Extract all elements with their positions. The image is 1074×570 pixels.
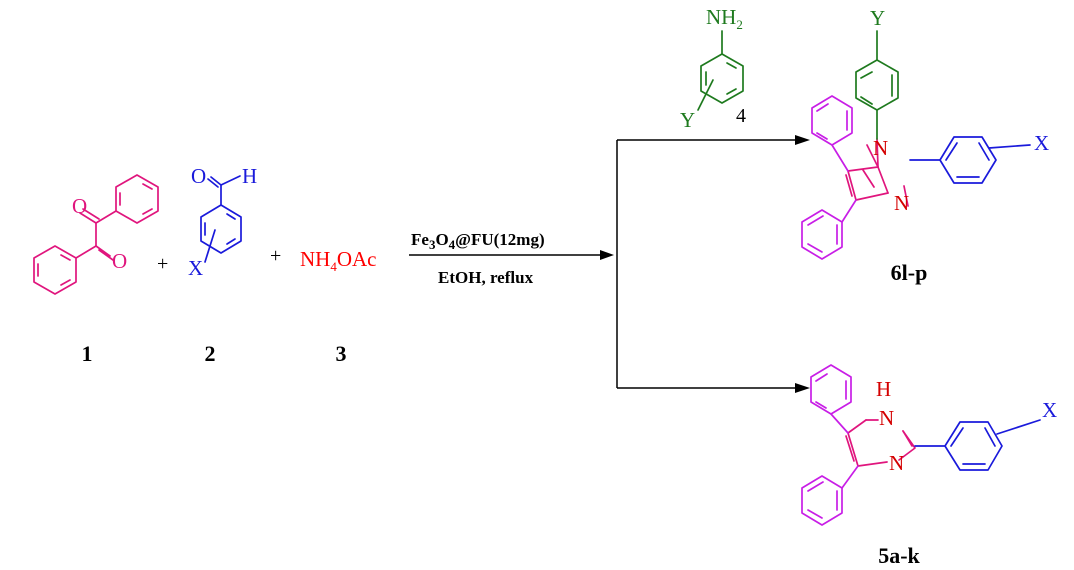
compound-3-label: 3 xyxy=(336,341,347,366)
product-6-label: 6l-p xyxy=(891,260,928,285)
compound-1-label: 1 xyxy=(82,341,93,366)
solvent-label: EtOH, reflux xyxy=(438,268,534,287)
product-5-imidazole: X H N N xyxy=(801,364,1057,526)
compound-4-label: 4 xyxy=(736,105,746,127)
product-6-n1: N xyxy=(873,136,888,160)
product-6-substituent-y: Y xyxy=(870,6,885,30)
plus-sign-1: + xyxy=(157,253,168,275)
aniline-substituent-y: Y xyxy=(680,108,695,132)
compound-2-label: 2 xyxy=(205,341,216,366)
product-5-label: 5a-k xyxy=(878,543,920,568)
compound-4-aniline: NH2 Y xyxy=(680,5,744,132)
product-5-n1: N xyxy=(879,406,894,430)
reaction-arrow-main xyxy=(409,250,614,260)
benzil-oxygen-bottom: O xyxy=(112,249,127,273)
ammonium-acetate-formula: NH4OAc xyxy=(300,247,377,274)
benzil-oxygen-top: O xyxy=(72,194,87,218)
catalyst-label: Fe3O4@FU(12mg) xyxy=(411,230,545,252)
reaction-arrow-branches xyxy=(616,135,810,393)
plus-sign-2: + xyxy=(270,245,281,267)
compound-2-aldehyde: O H X xyxy=(188,164,257,280)
product-5-n3: N xyxy=(889,451,904,475)
product-5-substituent-x: X xyxy=(1042,398,1057,422)
aldehyde-substituent-x: X xyxy=(188,256,203,280)
product-6-substituent-x: X xyxy=(1034,131,1049,155)
aniline-nh2: NH2 xyxy=(706,5,743,32)
product-6-n3: N xyxy=(894,191,909,215)
aldehyde-hydrogen: H xyxy=(242,164,257,188)
aldehyde-oxygen: O xyxy=(191,164,206,188)
product-6-imidazole: Y X N N xyxy=(801,6,1049,260)
product-5-h: H xyxy=(876,377,891,401)
compound-1-benzil: O O xyxy=(33,174,159,295)
